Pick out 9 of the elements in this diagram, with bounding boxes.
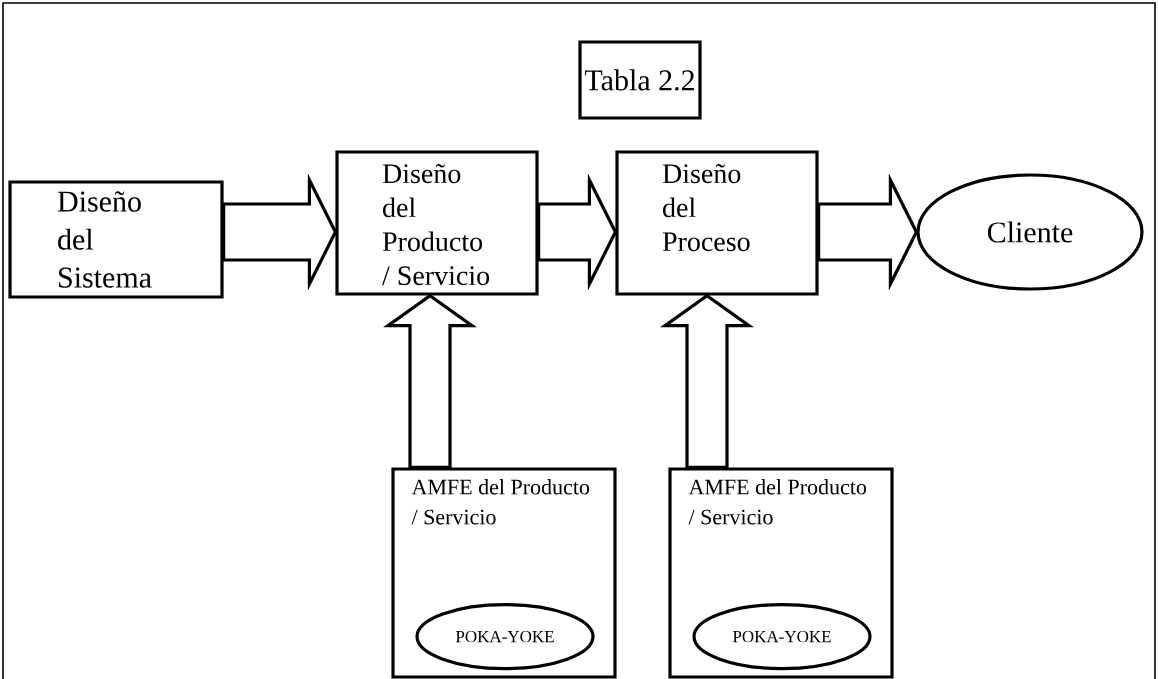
process-box: Diseño del Sistema: [8, 180, 224, 299]
process-box: Diseño del Producto / Servicio: [335, 150, 539, 296]
block-arrow: [817, 173, 919, 291]
block-arrow: [660, 293, 754, 469]
block-arrow: [222, 173, 338, 291]
title-box: Tabla 2.2: [578, 40, 702, 120]
process-box: Diseño del Proceso: [615, 150, 819, 296]
block-arrow: [383, 293, 477, 469]
block-arrow: [537, 173, 618, 291]
